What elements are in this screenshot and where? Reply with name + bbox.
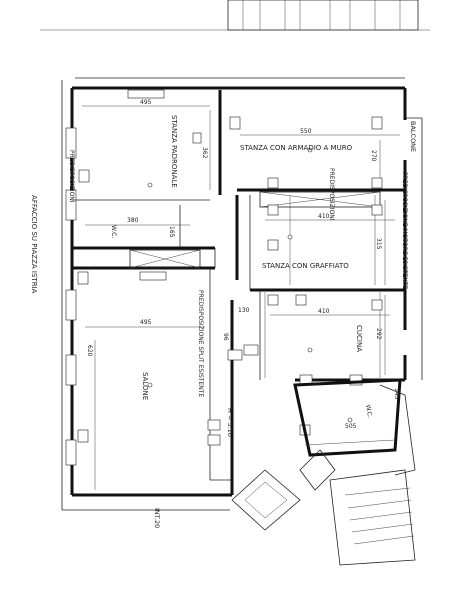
title-block — [40, 0, 430, 31]
right-wing — [231, 378, 416, 566]
dim-550: 550 — [300, 128, 312, 135]
stanza-padronale-label: STANZA PADRONALE — [170, 115, 178, 188]
stanza-graffiato-label: STANZA CON GRAFFIATO — [262, 262, 349, 270]
dim-145: 145 — [393, 388, 400, 400]
dim-495-mid: 495 — [140, 319, 152, 326]
balcone-label: BALCONE — [409, 121, 417, 152]
stanza-armadio-label: STANZA CON ARMADIO A MURO — [240, 144, 353, 152]
dim-620: 620 — [86, 345, 93, 357]
dim-96: 96 — [222, 333, 229, 341]
dim-130: 130 — [238, 307, 250, 314]
outer-walls — [61, 77, 423, 511]
altezza-label: H = 3.10 — [226, 408, 234, 437]
shafts — [129, 191, 381, 269]
interior-walls — [72, 90, 405, 495]
predisposizione-split-label: PREDISPOSIZIONE SPLIT ESISTENTE — [197, 290, 204, 397]
electrical-symbols — [77, 89, 383, 446]
dim-315: 315 — [375, 238, 382, 250]
dim-410-a: 410 — [318, 213, 330, 220]
dim-270: 270 — [370, 150, 377, 162]
predisposizione-motore-label: PREDISPOSIZIONE MOTORE ESISTENTE — [401, 172, 408, 289]
dim-505: 505 — [345, 423, 357, 430]
interno-label: INT.20 — [153, 508, 161, 528]
affaccio-label: AFFACCIO SU PIAZZA ISTRIA — [30, 195, 38, 294]
cucina-label: CUCINA — [355, 325, 363, 352]
dim-495-top: 495 — [140, 99, 152, 106]
dimension-lines — [82, 105, 400, 490]
left-windows — [65, 127, 77, 466]
salone-label: SALONE — [141, 372, 149, 400]
dim-410-b: 410 — [318, 308, 330, 315]
wc-left-label: W.C. — [110, 225, 117, 238]
predisposizioni-left-label: PREDISPOSIZIONI — [68, 150, 75, 203]
dim-362: 362 — [201, 147, 208, 159]
wc-right-label: W.C. — [364, 404, 373, 418]
dim-165: 165 — [168, 226, 175, 238]
predisposizioni-center-label: PREDISPOSIZIONI — [328, 168, 335, 221]
dim-380: 380 — [127, 217, 139, 224]
dim-292: 292 — [375, 328, 382, 340]
